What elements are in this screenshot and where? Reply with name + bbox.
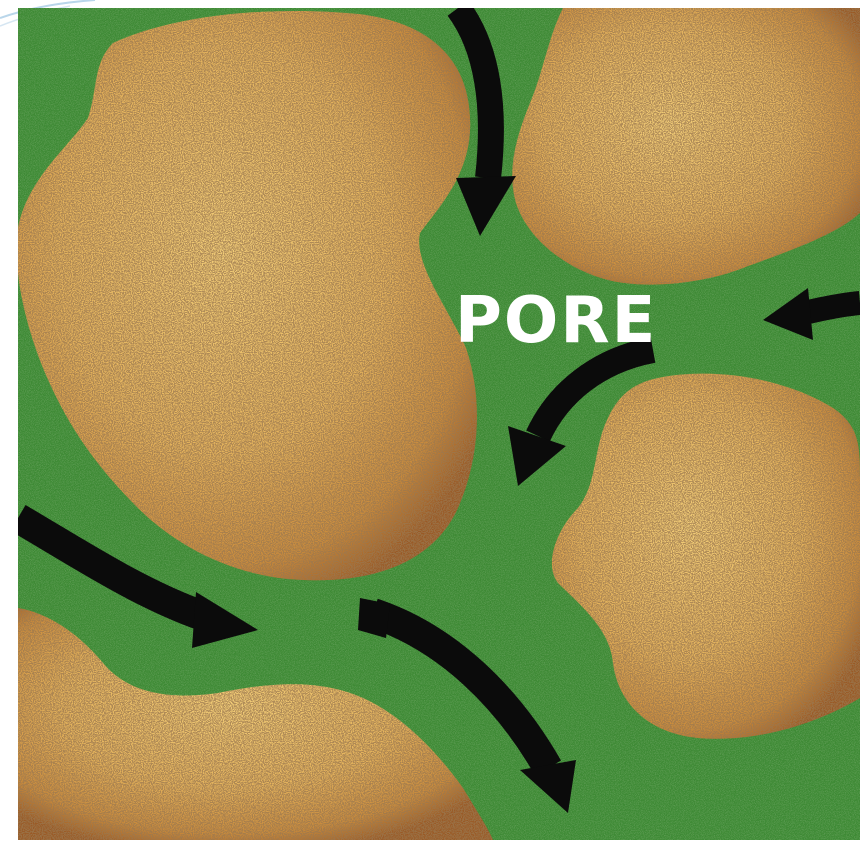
pore-label: PORE	[455, 284, 657, 358]
pore-diagram: PORE	[18, 8, 860, 840]
